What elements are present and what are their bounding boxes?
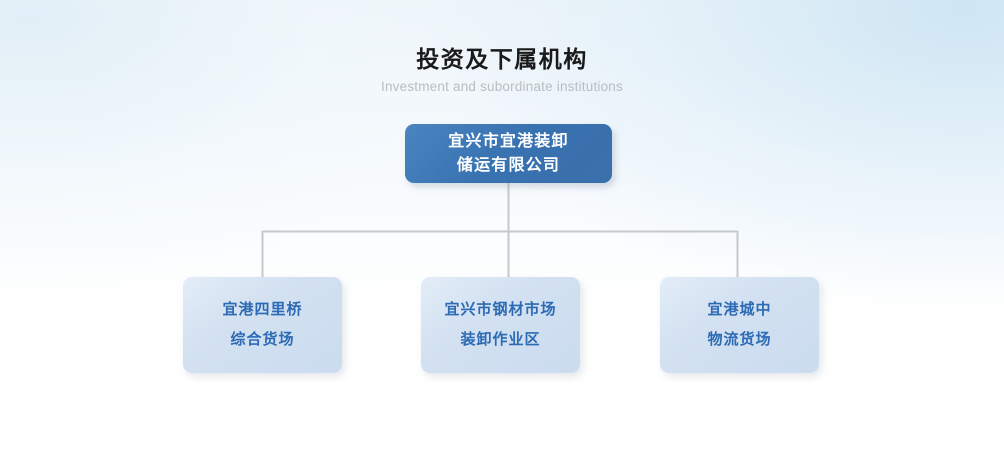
org-node-root-line-2: 储运有限公司 [456, 156, 561, 174]
org-node-child-1[interactable]: 宜兴市钢材市场 装卸作业区 [421, 277, 580, 373]
org-node-child-0-line-1: 宜港四里桥 [222, 301, 303, 318]
org-node-child-2-line-1: 宜港城中 [707, 301, 772, 318]
org-node-child-2[interactable]: 宜港城中 物流货场 [660, 277, 819, 373]
org-node-child-1-line-1: 宜兴市钢材市场 [444, 301, 557, 318]
org-node-child-0-line-2: 综合货场 [230, 331, 295, 348]
org-node-child-2-line-2: 物流货场 [707, 331, 772, 348]
org-node-root[interactable]: 宜兴市宜港装卸 储运有限公司 [405, 124, 612, 183]
org-node-child-1-line-2: 装卸作业区 [460, 331, 541, 348]
org-node-root-line-1: 宜兴市宜港装卸 [448, 132, 569, 150]
heading-block: 投资及下属机构 Investment and subordinate insti… [0, 44, 1004, 96]
org-node-child-0[interactable]: 宜港四里桥 综合货场 [183, 277, 342, 373]
page-title: 投资及下属机构 [416, 46, 588, 72]
page-subtitle: Investment and subordinate institutions [381, 79, 623, 94]
